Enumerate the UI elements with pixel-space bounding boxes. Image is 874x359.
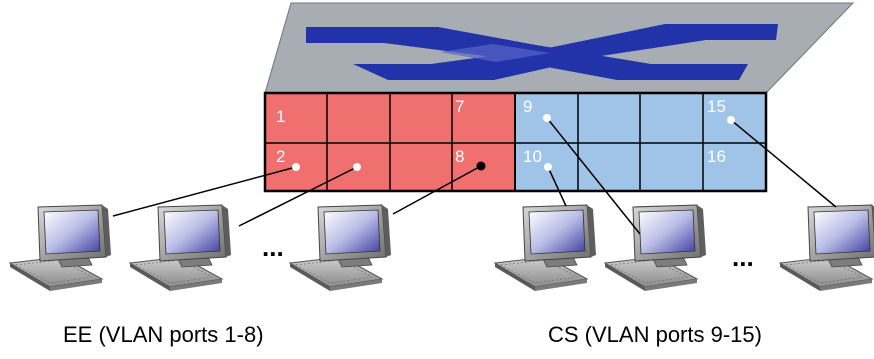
ee-computer-3 [289, 204, 392, 292]
link-port10-cs1 [547, 166, 567, 207]
port-label-16: 16 [707, 147, 726, 166]
port-grid [263, 91, 768, 193]
port-dot-3 [353, 163, 361, 171]
port-dot-9 [543, 114, 551, 122]
ee-computer-2 [129, 204, 232, 292]
cs-more-computers: ... [732, 242, 754, 272]
port-label-15: 15 [707, 97, 726, 116]
link-port8-ee3 [392, 165, 482, 215]
link-port9-cs2 [546, 117, 641, 235]
cs-vlan-caption: CS (VLAN ports 9-15) [548, 322, 762, 347]
port-label-8: 8 [455, 147, 464, 166]
link-port2-ee1 [112, 166, 297, 217]
port-label-1: 1 [276, 107, 285, 126]
port-dots [292, 114, 735, 171]
port-label-9: 9 [523, 97, 532, 116]
cs-computer-3 [779, 204, 874, 292]
port-label-7: 7 [455, 97, 464, 116]
port-dot-15 [727, 116, 735, 124]
port-label-2: 2 [276, 147, 285, 166]
port-dot-10 [544, 163, 552, 171]
port-dot-8 [476, 161, 486, 171]
switch-crossbar-icon [306, 24, 778, 80]
port-links [112, 117, 837, 235]
link-port3-ee2 [238, 166, 358, 227]
ee-vlan-caption: EE (VLAN ports 1-8) [63, 322, 264, 347]
ee-more-computers: ... [262, 232, 284, 262]
ee-computer-1 [9, 204, 112, 292]
link-port15-cs3 [730, 119, 837, 208]
cs-computer-2 [604, 204, 707, 292]
port-dot-2 [292, 163, 300, 171]
port-label-10: 10 [523, 147, 542, 166]
cs-computer-1 [494, 204, 597, 292]
